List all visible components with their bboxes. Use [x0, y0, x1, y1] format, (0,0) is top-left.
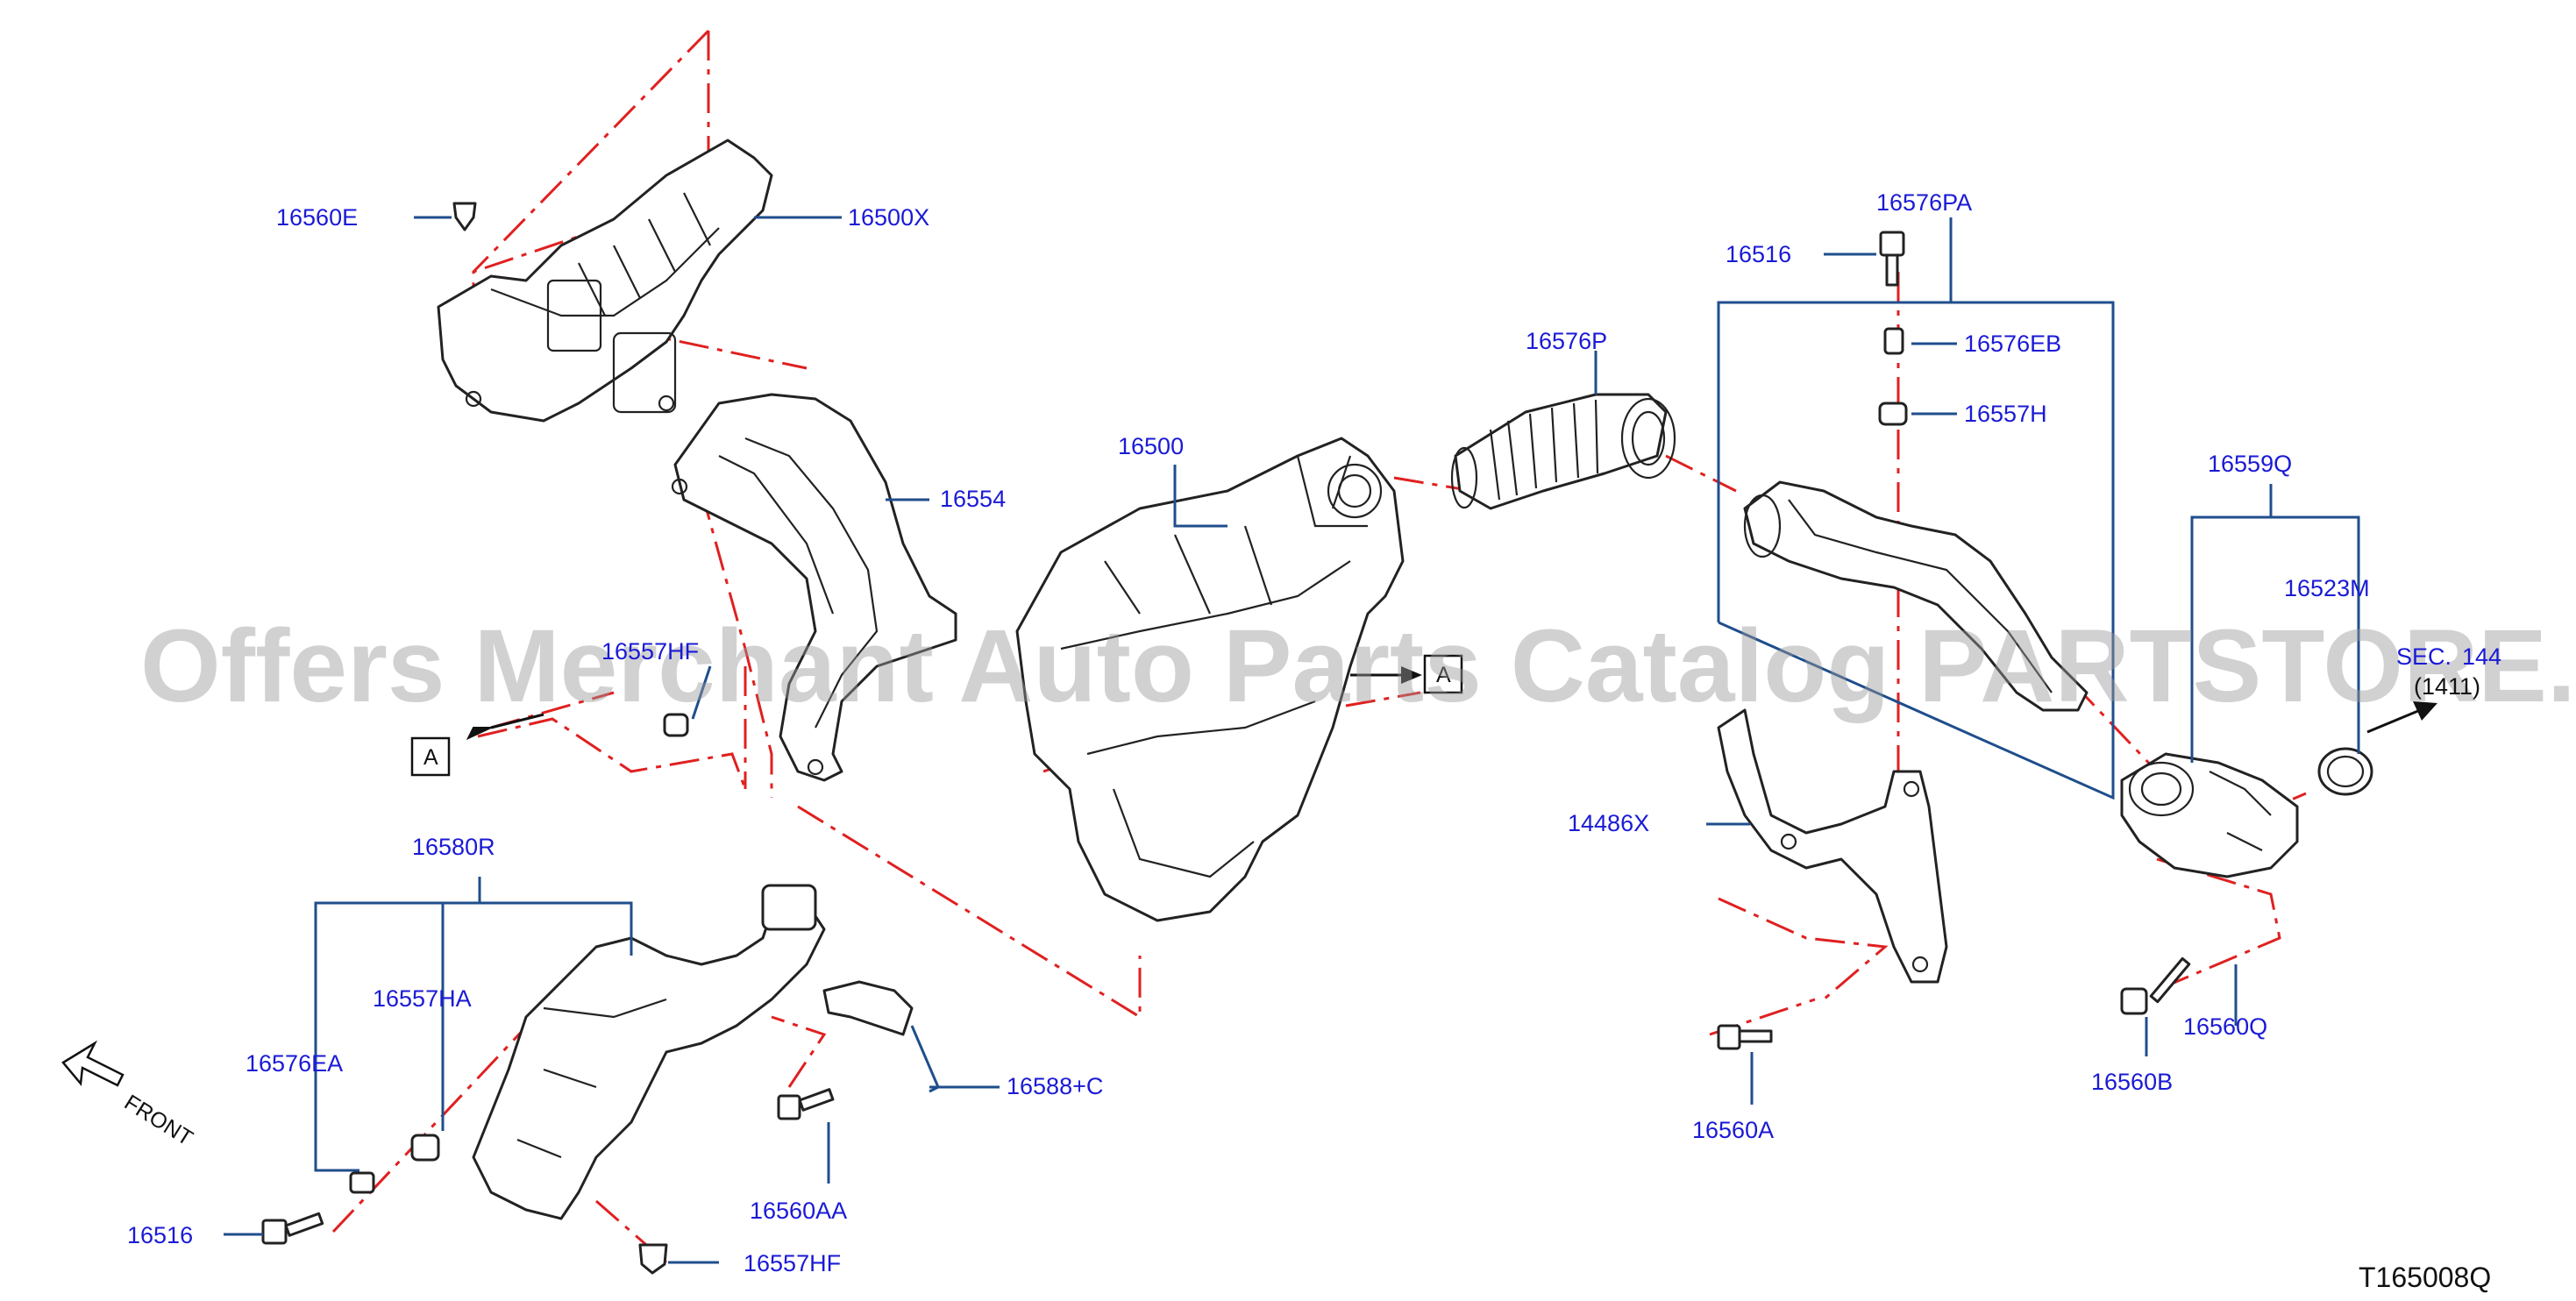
watermark-text: Offers Merchant Auto Parts Catalog PARTS…	[140, 608, 2576, 724]
label-sec-prefix: SEC.	[2396, 643, 2451, 670]
label-16557H[interactable]: 16557H	[1964, 401, 2047, 427]
label-16580R[interactable]: 16580R	[412, 834, 495, 860]
leader-lines	[224, 216, 2360, 1264]
label-sec-sub: (1411)	[2414, 673, 2480, 700]
part-16580R-duct	[472, 884, 826, 1220]
label-16516-top[interactable]: 16516	[1726, 241, 1791, 267]
label-16576PA[interactable]: 16576PA	[1876, 189, 1972, 216]
label-16559Q[interactable]: 16559Q	[2208, 451, 2292, 477]
front-label: FRONT	[120, 1090, 197, 1150]
diagram-code: T165008Q	[2359, 1262, 2491, 1293]
label-16523M[interactable]: 16523M	[2284, 575, 2370, 601]
arrow-right-icon	[1401, 666, 1422, 684]
part-16559Q-resonator	[2120, 752, 2299, 878]
arrow-left-icon	[466, 727, 492, 741]
label-16588C[interactable]: 16588+C	[1007, 1073, 1103, 1099]
ref-label-a-center: A	[1436, 663, 1451, 687]
label-16557HA[interactable]: 16557HA	[373, 985, 472, 1012]
part-16500-air-cleaner	[1015, 437, 1405, 922]
label-16557HF-top[interactable]: 16557HF	[601, 638, 699, 665]
part-16500X-duct	[437, 139, 773, 423]
label-16560A[interactable]: 16560A	[1692, 1117, 1774, 1143]
label-16560Q[interactable]: 16560Q	[2183, 1013, 2267, 1040]
part-resonator-duct	[1743, 480, 2089, 712]
ref-label-a-left: A	[423, 745, 438, 770]
arrow-sec-icon	[2413, 701, 2437, 721]
ref-box-a-left	[410, 736, 451, 777]
label-16576P[interactable]: 16576P	[1526, 328, 1607, 354]
label-16516-bottom[interactable]: 16516	[127, 1222, 193, 1248]
ref-box-a-center	[1423, 654, 1463, 694]
label-16560E[interactable]: 16560E	[276, 204, 358, 231]
label-16554[interactable]: 16554	[940, 486, 1006, 512]
label-16576EB[interactable]: 16576EB	[1964, 331, 2061, 357]
label-sec-144[interactable]: 144	[2462, 643, 2501, 670]
front-arrow-icon	[61, 1040, 125, 1087]
fasteners	[261, 202, 2191, 1275]
part-16523M-seal	[2317, 747, 2373, 796]
part-16554-duct	[671, 393, 957, 782]
part-labels: 16560E 16500X 16554 16557HF 16500 16576P…	[127, 189, 2501, 1276]
label-14486X[interactable]: 14486X	[1568, 810, 1649, 836]
label-16500[interactable]: 16500	[1118, 433, 1184, 459]
part-16588C-clip	[822, 980, 914, 1036]
label-16500X[interactable]: 16500X	[848, 204, 929, 231]
label-16557HF-bottom[interactable]: 16557HF	[744, 1250, 841, 1276]
part-16576P-hose	[1450, 393, 1676, 510]
part-14486X-bracket	[1717, 708, 1948, 984]
reference-markers: A A	[61, 654, 2437, 1087]
label-16560B[interactable]: 16560B	[2091, 1069, 2173, 1095]
label-16576EA[interactable]: 16576EA	[246, 1050, 343, 1077]
label-16560AA[interactable]: 16560AA	[750, 1198, 847, 1224]
